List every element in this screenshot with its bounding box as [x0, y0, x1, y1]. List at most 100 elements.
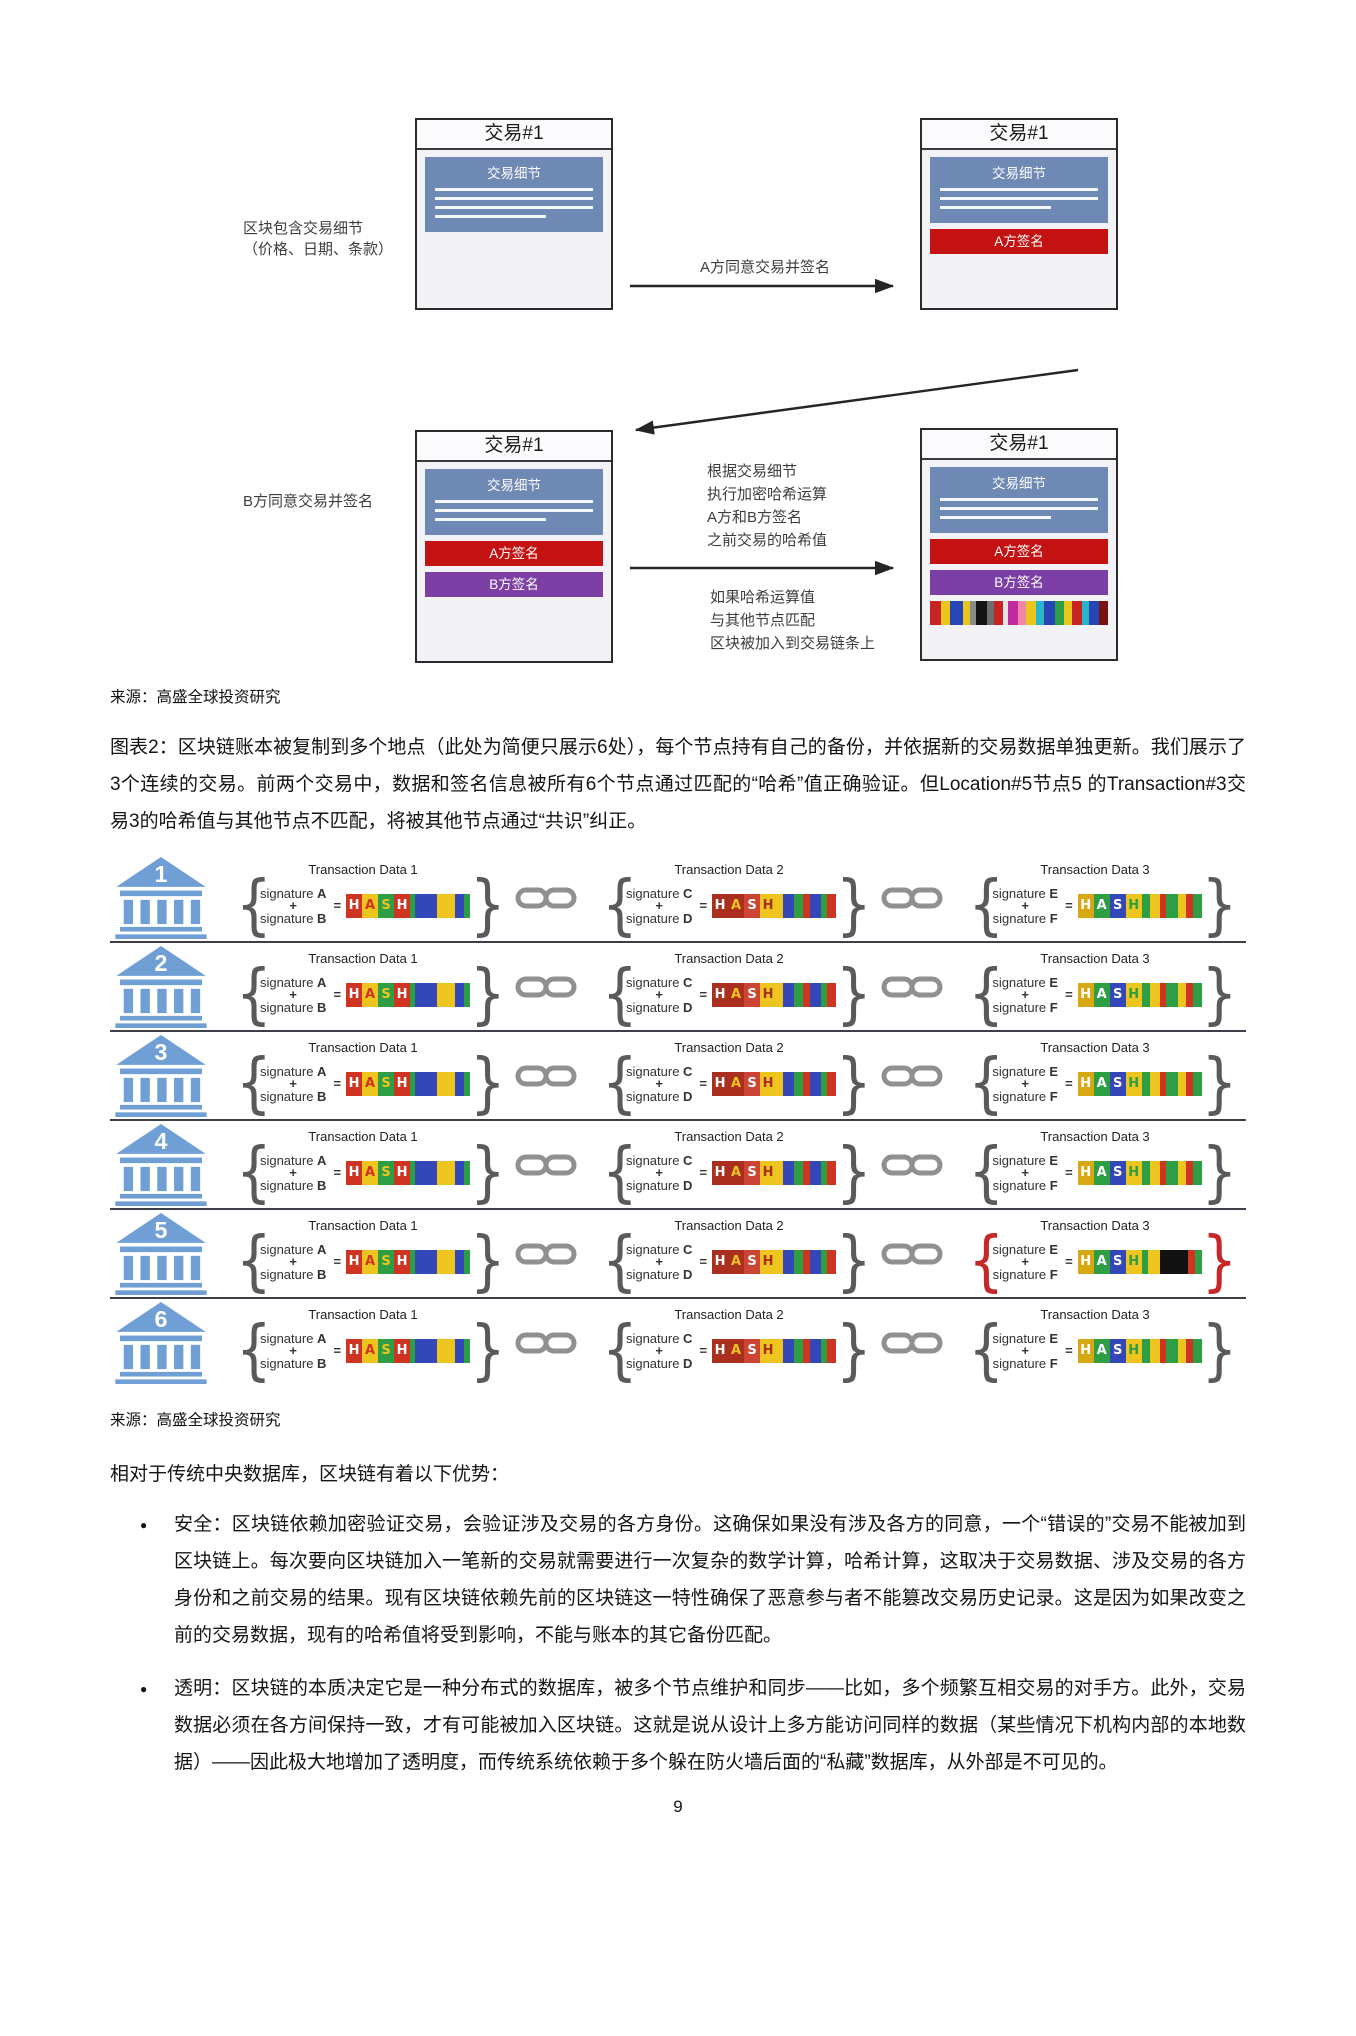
transaction-box-title: 交易#1	[922, 430, 1116, 460]
hash-letter: S	[1109, 893, 1126, 918]
hash-stripe	[410, 982, 416, 1007]
hash-stripe	[410, 1071, 416, 1096]
hash-letter: S	[744, 982, 761, 1007]
transaction-group: Transaction Data 1{signature A+signature…	[212, 862, 514, 938]
hash-stripe	[1141, 1071, 1150, 1096]
hash-letter: H	[1077, 1249, 1094, 1274]
hash-letter: H	[1077, 1071, 1094, 1096]
close-brace: }	[1201, 1222, 1238, 1300]
hash-stripe	[949, 601, 963, 625]
intro-paragraph: 相对于传统中央数据库，区块链有着以下优势：	[110, 1464, 510, 1485]
signature-labels: signature C+signature D	[626, 1242, 692, 1282]
transaction-group-title: Transaction Data 1	[308, 1306, 418, 1322]
signature-top: signature A	[259, 1063, 327, 1079]
arrow-diagonal	[634, 368, 1079, 435]
transaction-group-title: Transaction Data 1	[308, 1128, 418, 1144]
hash-stripe	[1166, 1160, 1179, 1185]
hash-letter: H	[346, 1071, 363, 1096]
close-brace: }	[836, 1133, 872, 1211]
hash-stripe	[1025, 601, 1036, 625]
bank-icon-node-3: 3	[110, 1034, 212, 1117]
transaction-group: Transaction Data 1{signature A+signature…	[212, 1306, 514, 1383]
chain-link-icon	[514, 974, 578, 1000]
hash-stripes	[410, 1249, 471, 1274]
hash-letter: S	[1109, 982, 1126, 1007]
chain-link-icon	[514, 1152, 578, 1178]
open-brace: {	[968, 866, 1004, 944]
plus-sign: +	[289, 986, 297, 1002]
hash-letter: A	[728, 1249, 745, 1274]
transaction-group: Transaction Data 2{signature C+signature…	[578, 1218, 880, 1294]
hash-stripe	[794, 1338, 804, 1363]
hash-stripe	[1178, 1160, 1187, 1185]
hash-letter: S	[744, 1071, 761, 1096]
hash-stripe	[1159, 982, 1167, 1007]
detail-line	[435, 500, 593, 503]
hash-stripes	[1141, 1160, 1202, 1185]
hash-stripe	[1159, 893, 1167, 918]
hash-stripe	[1149, 893, 1160, 918]
transaction-group-title: Transaction Data 2	[674, 1306, 784, 1322]
hash-letter: S	[1109, 1160, 1126, 1185]
hash-stripe	[776, 1249, 783, 1274]
transaction-group: Transaction Data 1{signature A+signature…	[212, 1040, 514, 1116]
transaction-box-title: 交易#1	[417, 120, 611, 150]
signature-labels: signature A+signature B	[260, 975, 326, 1015]
hash-letter: S	[1109, 1338, 1126, 1363]
hash-stripe	[810, 1071, 822, 1096]
hash-stripes	[1141, 1338, 1202, 1363]
open-brace: {	[601, 866, 638, 944]
close-brace: }	[470, 1222, 506, 1300]
hash-stripe	[976, 601, 988, 625]
plus-sign: +	[655, 897, 663, 913]
hash-stripe	[455, 1160, 464, 1185]
hash-stripe	[1002, 601, 1009, 625]
hash-stripe	[1178, 893, 1187, 918]
transaction-group-title: Transaction Data 3	[1040, 1128, 1150, 1144]
detail-line	[435, 188, 593, 191]
hash-stripe	[794, 1071, 804, 1096]
hash-stripe	[440, 1071, 456, 1096]
hash-letter: H	[1125, 1160, 1142, 1185]
hash-stripe	[993, 601, 1003, 625]
hash-letter: A	[1093, 1249, 1110, 1274]
hash-stripe	[794, 1160, 804, 1185]
hash-letter: H	[712, 893, 729, 918]
hash-stripe	[1166, 1338, 1179, 1363]
hash-stripes	[1141, 893, 1202, 918]
signature-top: signature C	[625, 1063, 693, 1079]
hash-stripe	[455, 1338, 464, 1363]
bullet-transparency: 透明：区块链的本质决定它是一种分布式的数据库，被多个节点维护和同步——比如，多个…	[110, 1670, 1246, 1781]
open-brace: {	[968, 1133, 1004, 1211]
close-brace: }	[836, 1222, 872, 1300]
hash-stripe	[810, 982, 822, 1007]
open-brace: {	[601, 1311, 638, 1389]
transaction-group: Transaction Data 1{signature A+signature…	[212, 951, 514, 1027]
signature-bottom: signature F	[992, 1355, 1058, 1371]
signature-labels: signature E+signature F	[992, 1153, 1058, 1193]
hash-stripe	[987, 601, 994, 625]
hash-stripes	[776, 1249, 837, 1274]
detail-line	[940, 206, 1051, 209]
equals-sign: =	[333, 1254, 342, 1269]
hash-letter: S	[744, 1249, 761, 1274]
transaction-group: Transaction Data 2{signature C+signature…	[578, 1040, 880, 1116]
transaction-box-title: 交易#1	[417, 432, 611, 462]
signature-bottom: signature B	[259, 999, 327, 1015]
hash-stripe	[782, 1071, 795, 1096]
signature-bottom: signature B	[259, 1088, 327, 1104]
hash-stripe	[415, 1071, 437, 1096]
svg-text:3: 3	[155, 1039, 168, 1065]
hash-stripe	[1064, 601, 1072, 625]
detail-line	[940, 516, 1051, 519]
signature-labels: signature E+signature F	[992, 1331, 1058, 1371]
chain-link-icon	[514, 1330, 578, 1356]
hash-stripe	[440, 982, 456, 1007]
open-brace: {	[601, 1133, 638, 1211]
